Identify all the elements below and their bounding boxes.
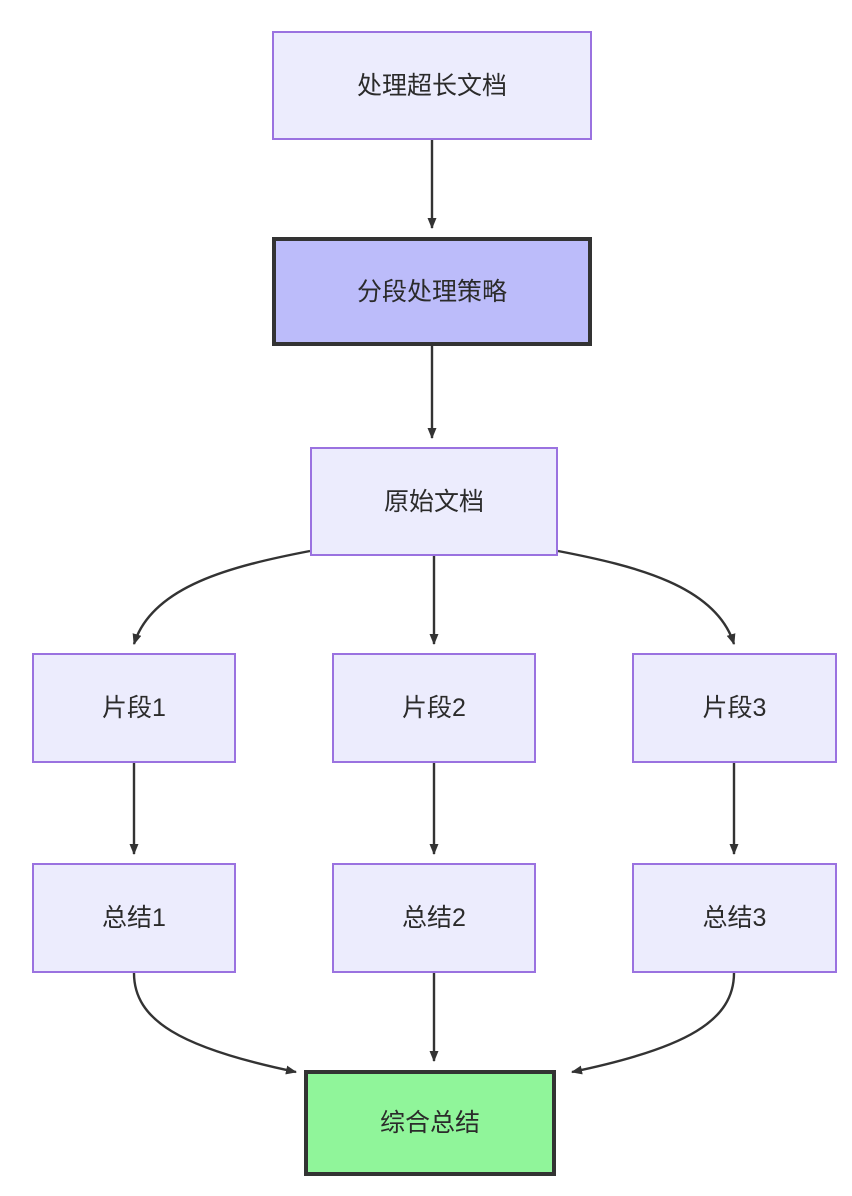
node-label: 总结3 bbox=[702, 904, 767, 932]
node-label: 原始文档 bbox=[383, 487, 484, 516]
node-label: 综合总结 bbox=[379, 1109, 480, 1137]
node-summary-2[interactable]: 总结2 bbox=[332, 863, 536, 973]
node-process-long-document[interactable]: 处理超长文档 bbox=[272, 31, 592, 140]
node-label: 片段2 bbox=[402, 694, 466, 722]
edge-source-to-chunk3 bbox=[557, 549, 736, 645]
edge-source-to-chunk1 bbox=[132, 549, 311, 645]
node-chunking-strategy[interactable]: 分段处理策略 bbox=[272, 237, 592, 346]
node-source-document[interactable]: 原始文档 bbox=[310, 447, 558, 556]
node-chunk-1[interactable]: 片段1 bbox=[32, 653, 236, 763]
node-label: 处理超长文档 bbox=[356, 71, 507, 100]
node-summary-3[interactable]: 总结3 bbox=[632, 863, 837, 973]
node-label: 总结2 bbox=[402, 904, 466, 932]
node-comprehensive-summary[interactable]: 综合总结 bbox=[304, 1070, 556, 1176]
node-label: 分段处理策略 bbox=[356, 277, 507, 306]
edge-summary1-to-final bbox=[132, 972, 297, 1075]
node-label: 片段3 bbox=[702, 694, 767, 722]
node-label: 总结1 bbox=[102, 904, 166, 932]
node-chunk-3[interactable]: 片段3 bbox=[632, 653, 837, 763]
edge-summary3-to-final bbox=[571, 972, 736, 1075]
node-chunk-2[interactable]: 片段2 bbox=[332, 653, 536, 763]
node-label: 片段1 bbox=[102, 694, 166, 722]
node-summary-1[interactable]: 总结1 bbox=[32, 863, 236, 973]
